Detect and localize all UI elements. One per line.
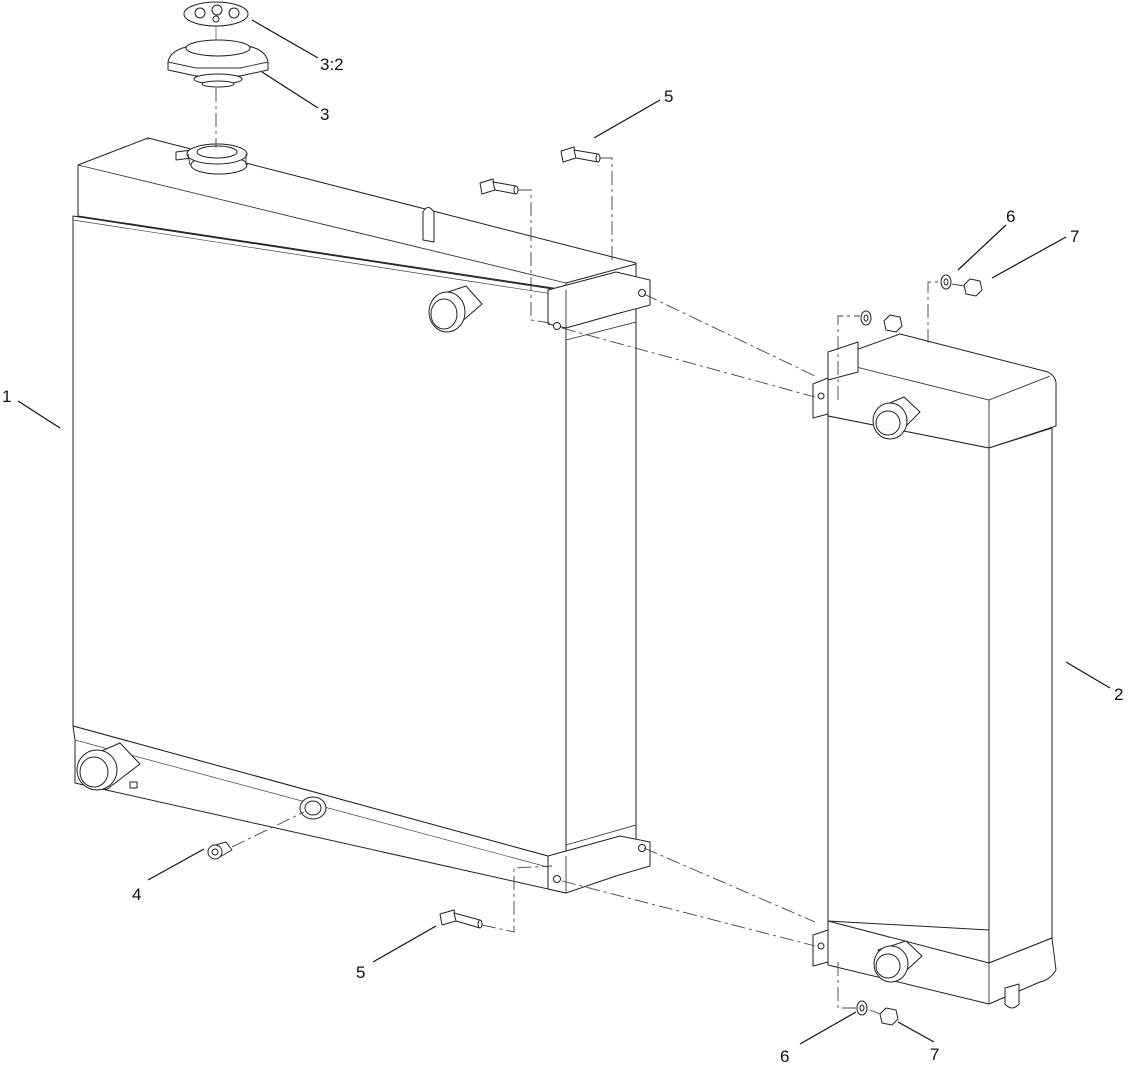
filler-neck <box>175 143 248 175</box>
radiator-bottom-bracket <box>547 835 651 894</box>
cooler-lower-port <box>873 940 923 983</box>
callout-6-top: 6 <box>1006 207 1015 226</box>
drain-port <box>299 796 327 820</box>
callout-2: 2 <box>1114 685 1123 704</box>
oil-cooler-assembly <box>812 333 1057 1009</box>
cap-decal <box>183 1 249 27</box>
callout-3-2: 3:2 <box>320 55 344 74</box>
callout-7-bottom: 7 <box>930 1045 939 1064</box>
radiator-upper-outlet <box>428 285 483 333</box>
cooler-bottom-bracket <box>812 929 829 967</box>
callout-3: 3 <box>320 105 329 124</box>
callout-6-bottom: 6 <box>780 1047 789 1066</box>
nut-bottom <box>879 1007 899 1026</box>
assembly-lines <box>481 157 965 1015</box>
callout-1: 1 <box>2 387 11 406</box>
cooler-upper-port <box>872 396 921 440</box>
callout-4: 4 <box>132 885 141 904</box>
callout-5-top: 5 <box>664 87 673 106</box>
radiator-cap <box>167 39 269 88</box>
bolt-bottom <box>439 909 483 929</box>
callout-7-top: 7 <box>1070 227 1079 246</box>
drain-plug <box>207 841 233 860</box>
washer-top-1 <box>940 274 952 290</box>
bolt-top-1 <box>560 146 601 163</box>
washer-bottom <box>856 1000 868 1016</box>
nut-top-2 <box>883 314 903 333</box>
callout-leaders <box>17 19 1111 1045</box>
bolt-top-2 <box>479 178 519 195</box>
washer-top-2 <box>860 310 872 326</box>
cooler-top-bracket <box>812 341 859 419</box>
nut-top-1 <box>963 278 983 297</box>
overflow-tube <box>422 207 435 243</box>
radiator-lower-inlet <box>76 742 141 791</box>
callout-5-bottom: 5 <box>356 963 365 982</box>
radiator-top-bracket <box>547 271 651 340</box>
radiator-assembly <box>72 137 651 894</box>
